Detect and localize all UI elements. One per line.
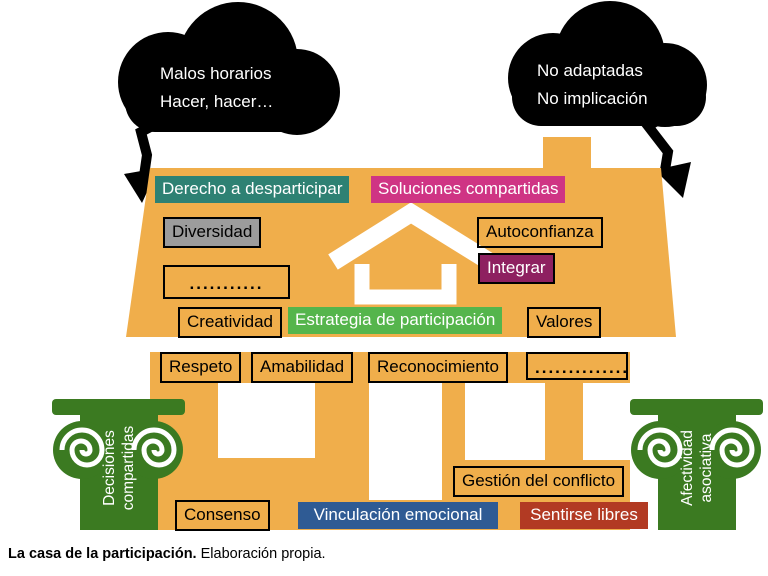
cloud-left-line-2: Hacer, hacer… <box>160 92 274 111</box>
column-left <box>52 399 185 530</box>
label-soluciones-compartidas: Soluciones compartidas <box>371 176 566 203</box>
label-dots-roof: ........... <box>163 265 290 299</box>
home-icon <box>328 202 495 305</box>
column-right-line-1: Afectividad <box>679 430 696 506</box>
cloud-right-line-2: No implicación <box>537 89 648 108</box>
label-respeto: Respeto <box>160 352 242 383</box>
volute-spiral <box>709 427 755 468</box>
label-integrar: Integrar <box>478 253 555 284</box>
cloud-left-line-1: Malos horarios <box>160 64 272 83</box>
volute-spiral <box>131 427 177 468</box>
column-right <box>630 399 763 530</box>
label-amabilidad: Amabilidad <box>251 352 354 383</box>
caption-text: Elaboración propia. <box>200 546 326 562</box>
column-left-text: Decisiones compartidas <box>100 403 138 533</box>
label-consenso: Consenso <box>175 500 270 531</box>
label-autoconfianza: Autoconfianza <box>477 217 603 248</box>
volute-spiral <box>59 427 105 468</box>
window-far-right <box>583 383 630 460</box>
window-right <box>465 383 545 460</box>
label-valores: Valores <box>527 307 602 338</box>
cloud-right-line-1: No adaptadas <box>537 61 643 80</box>
lightning-bolt-right <box>635 81 691 198</box>
label-estrategia-de-participacion: Estrategia de participación <box>288 307 503 334</box>
label-creatividad: Creatividad <box>178 307 282 338</box>
windows-and-door <box>218 383 630 500</box>
chimney <box>543 137 591 170</box>
label-diversidad: Diversidad <box>163 217 262 248</box>
label-derecho-a-desparticipar: Derecho a desparticipar <box>155 176 350 203</box>
label-dots-wall: .............. <box>526 352 628 380</box>
volute-spiral <box>637 427 683 468</box>
label-gestion-del-conflicto: Gestión del conflicto <box>453 466 625 497</box>
window-left <box>218 383 315 458</box>
column-right-text: Afectividad asociativa <box>678 403 716 533</box>
label-sentirse-libres: Sentirse libres <box>520 502 648 529</box>
roof <box>126 168 676 337</box>
column-left-line-1: Decisiones <box>101 430 118 506</box>
label-vinculacion-emocional: Vinculación emocional <box>298 502 498 529</box>
door <box>369 383 442 500</box>
caption-title: La casa de la participación. <box>8 546 197 562</box>
column-left-line-2: compartidas <box>120 425 137 511</box>
figure-caption: La casa de la participación. Elaboración… <box>8 546 326 562</box>
label-reconocimiento: Reconocimiento <box>368 352 508 383</box>
column-right-line-2: asociativa <box>698 433 715 503</box>
